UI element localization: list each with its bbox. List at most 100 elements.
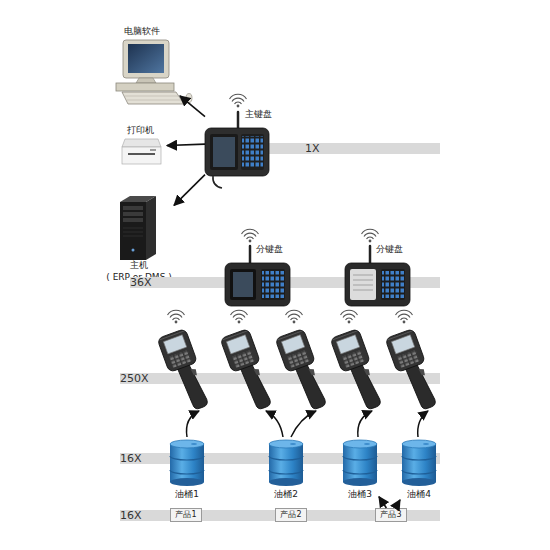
main-keypad-illustration	[237, 112, 240, 129]
illustration	[170, 440, 204, 486]
device-label: 油桶1	[168, 489, 206, 499]
device-label: 分键盘	[256, 244, 283, 254]
sub-keypad-illustration	[353, 275, 373, 290]
illustration	[230, 94, 247, 107]
sub-keypad-node: 分键盘	[345, 243, 410, 307]
illustration	[396, 310, 413, 323]
server-illustration	[123, 228, 143, 236]
sub-keypad-illustration	[225, 263, 290, 306]
printer-node: 打印机	[115, 125, 167, 168]
band-label: 36X	[130, 277, 152, 288]
arrow-connector	[167, 144, 205, 145]
scan-arrow	[266, 411, 283, 437]
illustration	[157, 328, 213, 413]
illustration	[385, 328, 441, 413]
server-illustration	[120, 196, 156, 260]
main-keypad-illustration	[241, 134, 264, 170]
printer-illustration	[122, 139, 161, 164]
quantity-band: 250X	[120, 373, 440, 384]
illustration	[231, 310, 248, 323]
arrow-connector	[180, 96, 205, 117]
band-label: 16X	[120, 510, 142, 521]
server-illustration	[146, 196, 156, 260]
main-keypad-illustration	[213, 137, 235, 167]
computer-node: 电脑软件	[110, 26, 180, 108]
sub-keypad-illustration	[249, 246, 252, 264]
main-keypad-node: 主键盘	[205, 108, 269, 178]
illustration	[341, 310, 358, 323]
quantity-band: 36X	[130, 277, 440, 288]
illustration	[330, 328, 386, 413]
server-illustration	[120, 202, 146, 260]
computer-illustration	[122, 92, 184, 104]
sub-keypad-illustration	[381, 269, 405, 300]
illustration	[220, 328, 276, 413]
main-keypad-illustration	[213, 176, 222, 188]
device-label: 主键盘	[245, 109, 272, 119]
illustration	[168, 310, 185, 323]
computer-illustration	[123, 40, 169, 78]
device-label: 电脑软件	[124, 26, 160, 36]
device-label: 打印机	[127, 125, 154, 135]
band-label: 16X	[120, 453, 142, 464]
sub-keypad-illustration	[369, 246, 372, 264]
server-illustration	[123, 212, 143, 216]
arrow-connector	[174, 175, 205, 206]
printer-illustration	[150, 149, 156, 151]
illustration	[402, 440, 436, 486]
product-box: 产品2	[275, 508, 307, 522]
printer-illustration	[122, 147, 161, 164]
computer-illustration	[116, 40, 192, 104]
drum-node: 油桶3	[341, 436, 379, 500]
band-label: 1X	[305, 143, 320, 154]
main-keypad-illustration	[205, 128, 269, 176]
main-keypad-illustration	[242, 136, 263, 168]
scan-arrow	[187, 411, 429, 437]
quantity-band: 产品1 产品2 产品3 16X	[120, 510, 440, 521]
main-keypad-illustration	[210, 134, 238, 170]
scan-arrow	[187, 411, 200, 437]
product-label: 产品1	[171, 509, 201, 521]
quantity-band: 1X	[269, 143, 440, 154]
sub-keypad-illustration	[262, 271, 284, 298]
scan-arrow	[358, 411, 372, 437]
sub-keypad-illustration	[230, 269, 256, 300]
sub-keypad-node: 分键盘	[225, 243, 290, 307]
drum-node: 油桶4	[400, 436, 438, 500]
product-box: 产品1	[170, 508, 202, 522]
computer-illustration	[128, 44, 164, 73]
arrow-connector	[395, 500, 400, 508]
illustration	[362, 229, 379, 242]
drum-node: 油桶2	[267, 436, 305, 500]
illustration	[275, 328, 331, 413]
device-label: 油桶2	[267, 489, 305, 499]
illustration	[242, 229, 259, 242]
product-box: 产品3	[375, 508, 407, 522]
main-keypad-illustration	[205, 112, 269, 188]
quantity-band: 16X	[120, 453, 440, 464]
server-node: 主机( ERP or DMS )	[104, 194, 174, 286]
computer-illustration	[186, 94, 192, 103]
device-label: 主机	[104, 260, 174, 270]
drum-node: 油桶1	[168, 436, 206, 500]
device-label: 油桶3	[341, 489, 379, 499]
server-illustration	[123, 206, 143, 210]
sub-keypad-illustration	[345, 246, 410, 306]
printer-illustration	[128, 153, 155, 155]
sub-keypad-illustration	[345, 263, 410, 306]
illustration	[286, 310, 303, 323]
sub-keypad-illustration	[382, 271, 404, 298]
scan-arrow	[291, 411, 316, 437]
sub-keypad-illustration	[233, 272, 253, 297]
server-illustration	[123, 218, 143, 222]
computer-illustration	[136, 78, 156, 83]
product-label: 产品3	[376, 509, 406, 521]
device-label: 油桶4	[400, 489, 438, 499]
band-label: 250X	[120, 373, 149, 384]
server-illustration	[120, 196, 156, 202]
computer-illustration	[116, 83, 174, 91]
